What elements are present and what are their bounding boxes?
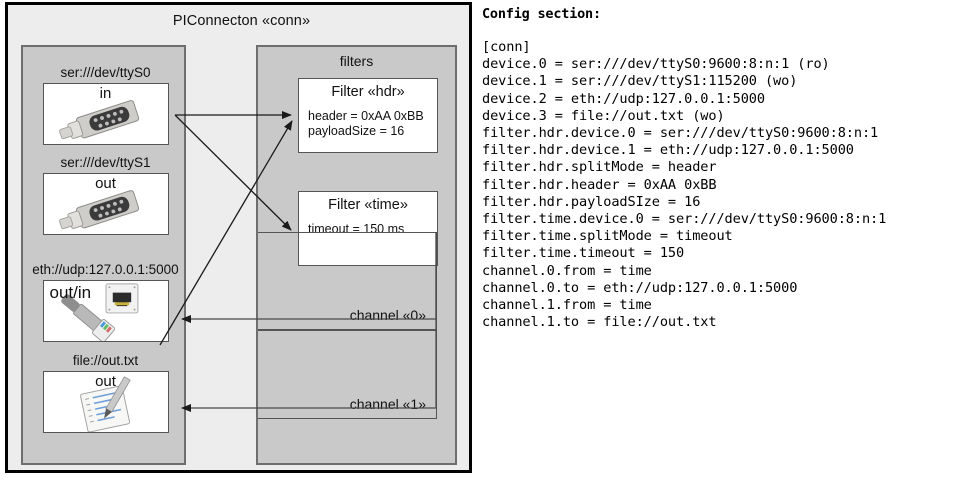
device-box[interactable]: in	[42, 83, 169, 145]
filter-attr: payloadSize = 16	[308, 124, 405, 138]
config-line: filter.time.timeout = 150	[482, 245, 685, 262]
config-line: filter.time.device.0 = ser:///dev/ttyS0:…	[482, 211, 887, 228]
serial-db9-icon	[58, 190, 139, 230]
config-heading: Config section:	[482, 6, 601, 22]
devices-package: ser:///dev/ttyS0 in	[21, 45, 186, 465]
config-line: filter.time.splitMode = timeout	[482, 228, 733, 245]
device-item[interactable]: ser:///dev/ttyS1 out	[23, 155, 188, 235]
config-line: [conn]	[482, 39, 531, 55]
filters-package: filters Filter «hdr» header = 0xAA 0xBB …	[256, 45, 457, 465]
config-line: device.0 = ser:///dev/ttyS0:9600:8:n:1 (…	[482, 56, 830, 73]
filter-hdr-box[interactable]: Filter «hdr» header = 0xAA 0xBB payloadS…	[298, 78, 438, 153]
filter-title: Filter «time»	[328, 197, 408, 213]
device-item[interactable]: eth://udp:127.0.0.1:5000 out/in	[23, 262, 188, 342]
config-body: [conn]device.0 = ser:///dev/ttyS0:9600:8…	[482, 39, 960, 331]
ethernet-rj45-icon	[60, 283, 138, 341]
device-box[interactable]: out/in	[42, 280, 169, 342]
config-line: channel.0.to = eth://udp:127.0.0.1:5000	[482, 279, 798, 296]
device-caption: ser:///dev/ttyS1	[60, 155, 151, 170]
config-line: channel.0.from = time	[482, 262, 652, 279]
device-item[interactable]: ser:///dev/ttyS0 in	[23, 65, 188, 145]
serial-db9-icon	[58, 100, 139, 140]
filter-attr: header = 0xAA 0xBB	[308, 109, 424, 123]
config-line: filter.hdr.device.0 = ser:///dev/ttyS0:9…	[482, 125, 879, 142]
channel-label: channel «1»	[349, 396, 426, 412]
channel-label: channel «0»	[349, 307, 426, 323]
device-caption: eth://udp:127.0.0.1:5000	[32, 262, 179, 277]
config-line: channel.1.to = file://out.txt	[482, 314, 717, 331]
device-caption: ser:///dev/ttyS0	[60, 65, 151, 80]
filter-attributes: header = 0xAA 0xBB payloadSize = 16	[308, 109, 437, 139]
config-line: filter.hdr.payloadSIze = 16	[482, 193, 701, 210]
config-line: device.1 = ser:///dev/ttyS1:115200 (wo)	[482, 73, 798, 90]
config-line: channel.1.from = time	[482, 297, 652, 314]
text-file-pen-icon	[79, 376, 131, 432]
config-line: device.3 = file://out.txt (wo)	[482, 107, 725, 124]
device-item[interactable]: file://out.txt out	[23, 353, 188, 433]
device-box[interactable]: out	[42, 371, 169, 433]
config-line: filter.hdr.header = 0xAA 0xBB	[482, 176, 717, 193]
config-line: filter.hdr.device.1 = eth://udp:127.0.0.…	[482, 142, 854, 159]
config-line: device.2 = eth://udp:127.0.0.1:5000	[482, 90, 765, 107]
config-line: filter.hdr.splitMode = header	[482, 159, 717, 176]
filters-package-title: filters	[339, 53, 374, 69]
filter-title: Filter «hdr»	[331, 84, 405, 100]
config-section: Config section: [conn]device.0 = ser:///…	[482, 6, 960, 331]
channel-0-box: channel «0»	[258, 232, 437, 330]
device-caption: file://out.txt	[72, 353, 139, 368]
device-box[interactable]: out	[42, 173, 169, 235]
diagram-frame: PIConnecton «conn» ser:///dev/ttyS0 in	[5, 2, 472, 473]
page-title: PIConnecton «conn»	[172, 13, 311, 29]
channel-1-box: channel «1»	[258, 330, 437, 419]
